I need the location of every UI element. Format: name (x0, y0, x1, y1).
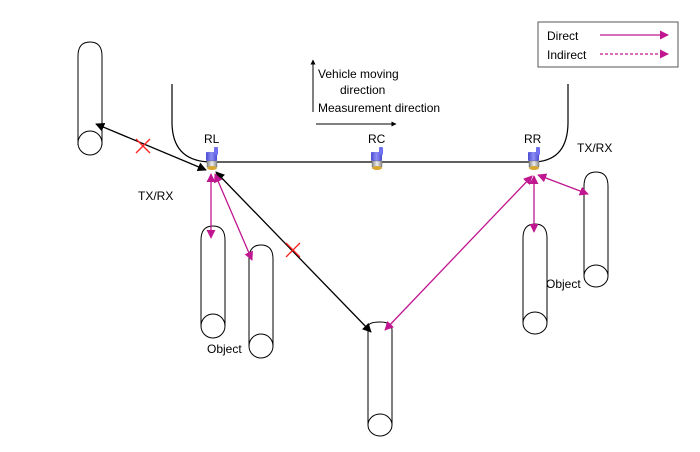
object-cylinder-center (367, 321, 393, 437)
blocked-paths (95, 122, 372, 333)
object-cylinder-left-b (248, 244, 274, 359)
object-cylinder-top-left (77, 41, 103, 156)
sensor-label-rl: RL (204, 132, 220, 146)
sensor-label-rr: RR (524, 132, 542, 146)
sensor-rr[interactable] (528, 147, 540, 170)
blocked-mark-1 (135, 138, 151, 154)
txrx-label-right: TX/RX (577, 141, 612, 155)
object-cylinder-right-a (522, 223, 548, 335)
direct-path-rr-to-right-b (537, 173, 589, 196)
txrx-label-left: TX/RX (138, 189, 173, 203)
sensor-rl[interactable] (206, 147, 218, 170)
sensor-label-rc: RC (368, 132, 386, 146)
legend-indirect-label: Indirect (547, 48, 587, 62)
sensor-rc[interactable] (371, 147, 383, 170)
direct-path-rr-to-center (384, 175, 533, 331)
object-label-right: Object (546, 277, 581, 291)
blocked-path-rl-to-center (215, 171, 372, 333)
vehicle-moving-label-2: direction (340, 83, 385, 97)
direct-paths (206, 173, 589, 331)
vehicle-moving-label-1: Vehicle moving (318, 67, 399, 81)
object-cylinder-left-a (200, 225, 226, 339)
object-label-left: Object (207, 342, 242, 356)
blocked-path-rl-to-topleft (95, 122, 207, 172)
direct-path-rl-to-left-b (214, 173, 253, 261)
blocked-mark-2 (285, 242, 301, 258)
object-cylinder-right-b (583, 171, 609, 288)
legend: Direct Indirect (537, 21, 679, 68)
measurement-direction-label: Measurement direction (318, 101, 440, 115)
legend-direct-label: Direct (547, 29, 579, 43)
direction-indicators: Vehicle moving direction Measurement dir… (310, 59, 440, 127)
legend-box (537, 21, 679, 68)
